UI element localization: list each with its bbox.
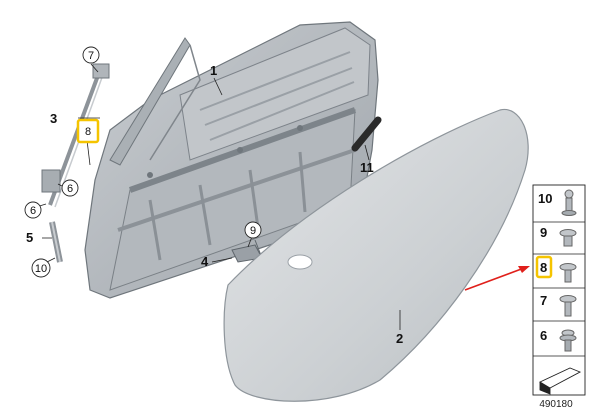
- callout-1: 1: [210, 63, 217, 78]
- svg-text:10: 10: [35, 263, 47, 275]
- svg-text:7: 7: [88, 50, 94, 62]
- callout-9-circle: 9: [244, 221, 262, 239]
- flange-bolt-icon: [559, 329, 577, 352]
- legend-label-10: 10: [538, 191, 552, 206]
- svg-text:8: 8: [540, 260, 547, 275]
- stud-icon: [561, 189, 577, 216]
- callout-6a-circle: 6: [61, 179, 79, 197]
- legend-label-6: 6: [540, 328, 547, 343]
- callout-8-highlight: 8: [76, 118, 100, 144]
- callout-2: 2: [396, 331, 403, 346]
- callout-5: 5: [26, 230, 33, 245]
- callout-3: 3: [50, 111, 57, 126]
- svg-text:6: 6: [30, 205, 36, 217]
- bolt-icon: [559, 295, 577, 317]
- svg-text:9: 9: [250, 225, 256, 237]
- outer-door-panel: [223, 108, 529, 402]
- seal-strip: [351, 116, 382, 152]
- panel-symbol-icon: [539, 367, 582, 395]
- callout-4: 4: [201, 254, 209, 269]
- regulator-rail: [41, 63, 110, 208]
- diagram-number: 490180: [539, 399, 573, 410]
- legend-label-8-highlight: 8: [535, 255, 553, 279]
- callout-11: 11: [360, 160, 374, 175]
- callout-6b-circle: 6: [24, 201, 42, 219]
- legend-label-7: 7: [540, 293, 547, 308]
- fastener-legend: 10 9 8 7 6: [532, 184, 586, 396]
- door-check-strap: [49, 221, 63, 263]
- svg-text:6: 6: [67, 183, 73, 195]
- screw-icon: [559, 263, 577, 283]
- svg-text:8: 8: [85, 126, 91, 138]
- callout-7-circle: 7: [82, 46, 100, 64]
- red-pointer-arrow: [464, 266, 530, 291]
- callout-10-circle: 10: [31, 258, 51, 278]
- legend-label-9: 9: [540, 225, 547, 240]
- rivet-nut-icon: [559, 229, 577, 247]
